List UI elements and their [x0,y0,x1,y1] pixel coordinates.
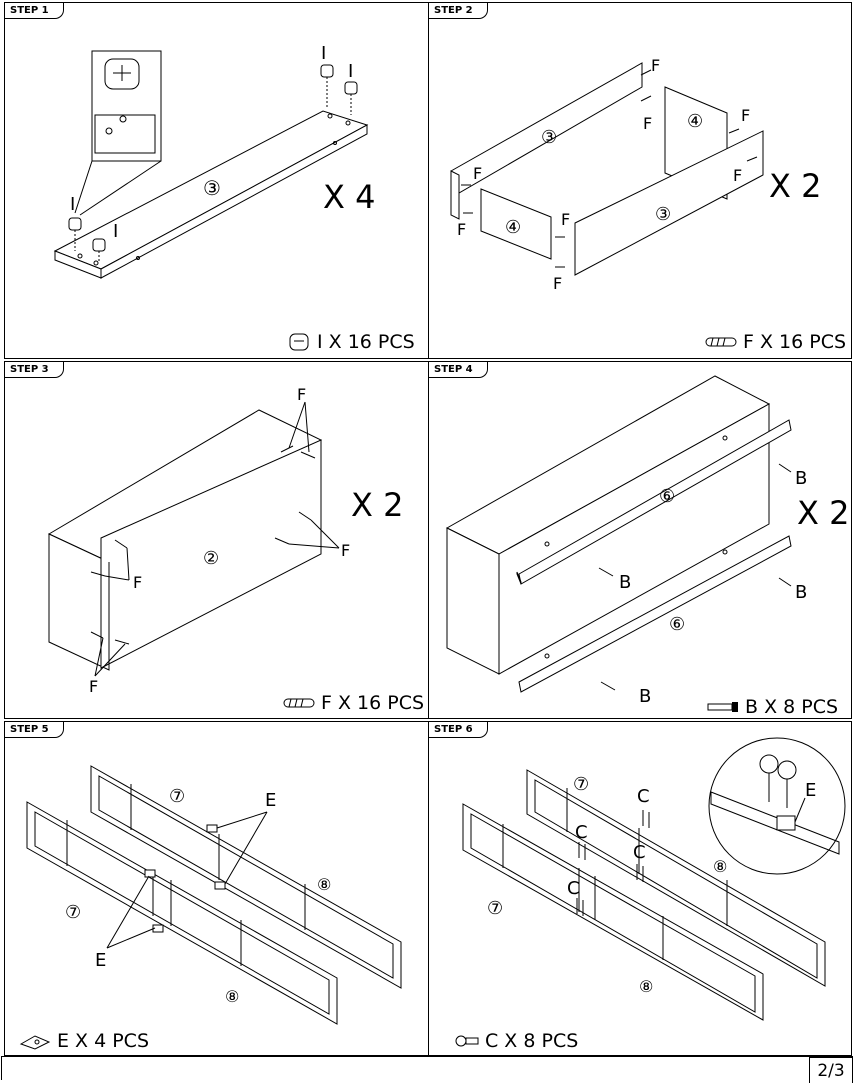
step-4-tab: STEP 4 [429,362,488,378]
dowel-icon [90,445,316,645]
part-2-label: ② [203,548,219,569]
step-5-panel: STEP 5 ⑦ ⑦ ⑧ ⑧ E E E [4,721,429,1056]
page-number: 2/3 [809,1057,853,1083]
bolt-label: B [619,572,631,593]
part-4-label: ④ [687,111,703,132]
bracket-label: E [95,950,106,971]
dowel-icon [705,337,737,347]
dowel-label: F [733,166,742,185]
part-4-label: ④ [505,217,521,238]
dowel-label: F [643,114,652,133]
cam-label: I [348,61,353,82]
cam-lock-icon [289,333,309,351]
step-4-panel: STEP 4 ⑥ ⑥ B B B B X 2 B [428,361,852,719]
cam-label: I [70,194,75,215]
cam-label: I [321,43,326,64]
screw-label: C [567,878,580,899]
screw-label: C [575,822,588,843]
cam-label: I [113,221,118,242]
step-1-illustration: ③ I I I I X 4 [53,43,375,279]
hardware-count: I X 16 PCS [287,331,415,353]
dowel-label: F [741,106,750,125]
part-8-label: ⑧ [225,987,239,1006]
step-5-tab: STEP 5 [5,722,64,738]
bolt-label: B [639,686,651,707]
bracket-label: E [265,790,276,811]
screw-icon [455,1035,479,1047]
multiplier: X 2 [769,167,821,205]
bracket-icon [19,1035,51,1050]
hardware-count: F X 16 PCS [283,692,424,714]
step-1-tab: STEP 1 [5,3,64,19]
dowel-label: F [651,56,660,75]
multiplier: X 4 [323,178,375,216]
step-3-illustration: ② F F F F X 2 [47,385,403,696]
bolt-label: B [795,468,807,489]
step-5-illustration: ⑦ ⑦ ⑧ ⑧ E E [26,765,402,1025]
dowel-label: F [297,385,306,404]
part-6-label: ⑥ [669,614,685,635]
hardware-count: F X 16 PCS [705,331,846,353]
bracket-icon [144,824,226,933]
footer-rule [1,1056,853,1080]
dowel-label: F [133,573,142,592]
part-8-label: ⑧ [713,857,727,876]
hardware-count: C X 8 PCS [455,1030,578,1052]
step-6-illustration: ⑦ ⑦ ⑧ ⑧ C C C C E [462,737,846,1021]
screw-icon [576,810,650,916]
part-8-label: ⑧ [317,875,331,894]
screw-label: C [633,842,646,863]
bolt-icon [598,463,792,691]
bolt-label: B [795,582,807,603]
part-7-label: ⑦ [169,786,185,807]
part-7-label: ⑦ [487,898,503,919]
step-6-panel: STEP 6 ⑦ ⑦ ⑧ ⑧ [428,721,852,1056]
part-3-label: ③ [541,127,557,148]
hardware-count: B X 8 PCS [707,696,838,718]
bolt-icon [707,702,738,712]
part-7-label: ⑦ [65,902,81,923]
part-7-label: ⑦ [573,774,589,795]
step-2-panel: STEP 2 ③ ④ ④ ③ F F F F F F F F X [428,2,852,359]
dowel-label: F [341,541,350,560]
bracket-label: E [805,780,816,801]
step-4-illustration: ⑥ ⑥ B B B B X 2 [445,375,849,707]
screw-label: C [637,786,650,807]
part-3-label: ③ [203,176,221,200]
dowel-label: F [457,220,466,239]
dowel-label: F [561,210,570,229]
part-8-label: ⑧ [639,977,653,996]
part-6-label: ⑥ [659,486,675,507]
dowel-label: F [89,677,98,696]
step-1-panel: STEP 1 [4,2,429,359]
step-3-panel: STEP 3 ② F F F F X 2 F X 16 PC [4,361,429,719]
dowel-label: F [473,164,482,183]
dowel-label: F [553,274,562,293]
hardware-count: E X 4 PCS [19,1030,149,1052]
part-3-label: ③ [655,204,671,225]
multiplier: X 2 [797,494,849,532]
step-3-tab: STEP 3 [5,362,64,378]
step-6-tab: STEP 6 [429,722,488,738]
dowel-icon [283,698,315,708]
step-2-illustration: ③ ④ ④ ③ F F F F F F F F X 2 [450,56,821,293]
dowel-icon [461,69,758,268]
multiplier: X 2 [351,486,403,524]
step-2-tab: STEP 2 [429,3,488,19]
